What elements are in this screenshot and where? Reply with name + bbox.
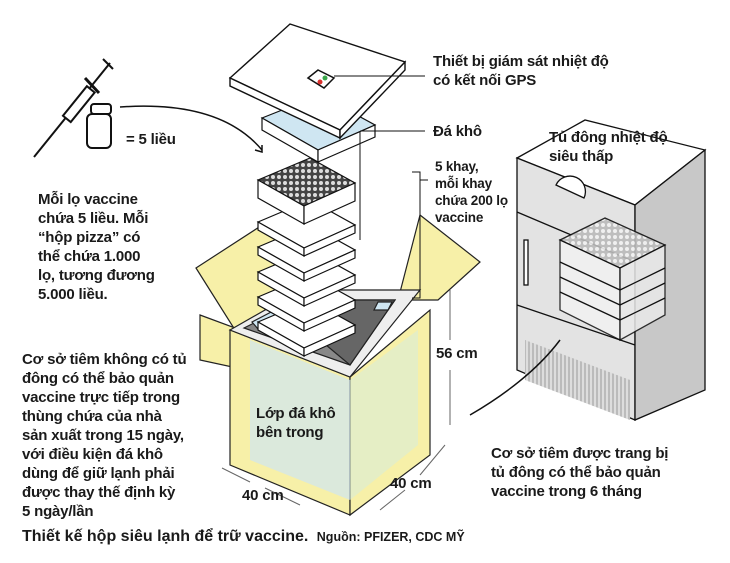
gps-monitor-label: Thiết bị giám sát nhiệt độ có kết nối GP… [433, 52, 609, 90]
dry-ice-label: Đá khô [433, 123, 482, 140]
width-dimension-label: 40 cm [242, 487, 284, 504]
caption-title: Thiết kế hộp siêu lạnh để trữ vaccine. [22, 528, 309, 545]
freezer-info-line: vaccine trong 6 tháng [491, 483, 642, 500]
no-freezer-line: dùng để giữ lạnh phải [22, 465, 175, 482]
vial-info-line: chứa 5 liều. Mỗi [38, 210, 149, 227]
freezer-line: Tủ đông nhiệt độ [549, 129, 668, 146]
vial-info-line: Mỗi lọ vaccine [38, 191, 138, 208]
freezer-label: Tủ đông nhiệt độ siêu thấp [549, 128, 668, 166]
inner-dry-ice-line: bên trong [256, 424, 324, 441]
dimension-arrows [221, 290, 451, 511]
no-freezer-line: Cơ sở tiêm không có tủ [22, 351, 187, 368]
trays-line: mỗi khay [435, 176, 492, 191]
arrow-vial-to-tray [119, 105, 263, 151]
trays-line: vaccine [435, 210, 484, 225]
depth-dimension-label: 40 cm [390, 475, 432, 492]
no-freezer-line: đông có thể bảo quản [22, 370, 174, 387]
arrow-to-freezer [469, 339, 561, 416]
dose-equation-label: = 5 liều [126, 131, 176, 148]
trays-label: 5 khay, mỗi khay chứa 200 lọ vaccine [435, 158, 508, 226]
figure-caption: Thiết kế hộp siêu lạnh để trữ vaccine. N… [22, 528, 465, 546]
inner-dry-ice-label: Lớp đá khô bên trong [256, 404, 336, 442]
syringe-icon [33, 58, 114, 158]
vial-icon [86, 103, 112, 149]
vial-info-line: lọ, tương đương [38, 267, 155, 284]
vial-info-line: “hộp pizza” có [38, 229, 141, 246]
gps-monitor-line: có kết nối GPS [433, 72, 537, 89]
no-freezer-info-text: Cơ sở tiêm không có tủ đông có thể bảo q… [22, 350, 187, 521]
no-freezer-line: thùng chứa của nhà [22, 408, 162, 425]
leader-lines [334, 75, 428, 299]
vial-info-text: Mỗi lọ vaccine chứa 5 liều. Mỗi “hộp piz… [38, 190, 155, 304]
tray-stack [256, 157, 357, 358]
gps-monitor-icon [306, 69, 336, 89]
inner-dry-ice-line: Lớp đá khô [256, 405, 336, 422]
gps-monitor-line: Thiết bị giám sát nhiệt độ [433, 53, 609, 70]
no-freezer-line: với điều kiện đá khô [22, 446, 163, 463]
height-dimension-label: 56 cm [436, 345, 478, 362]
no-freezer-line: sản xuất trong 15 ngày, [22, 427, 184, 444]
no-freezer-line: 5 ngày/lần [22, 503, 94, 520]
no-freezer-line: được thay thế định kỳ [22, 484, 176, 501]
vial-info-line: 5.000 liều. [38, 286, 108, 303]
vial-info-line: thể chứa 1.000 [38, 248, 141, 265]
caption-source: Nguồn: PFIZER, CDC MỸ [316, 530, 465, 544]
trays-line: chứa 200 lọ [435, 193, 508, 208]
freezer-info-line: tủ đông có thể bảo quản [491, 464, 661, 481]
freezer [515, 119, 707, 421]
trays-line: 5 khay, [435, 159, 479, 174]
no-freezer-line: vaccine trực tiếp trong [22, 389, 180, 406]
freezer-info-line: Cơ sở tiêm được trang bị [491, 445, 669, 462]
freezer-line: siêu thấp [549, 148, 614, 165]
freezer-info-text: Cơ sở tiêm được trang bị tủ đông có thể … [491, 444, 668, 501]
